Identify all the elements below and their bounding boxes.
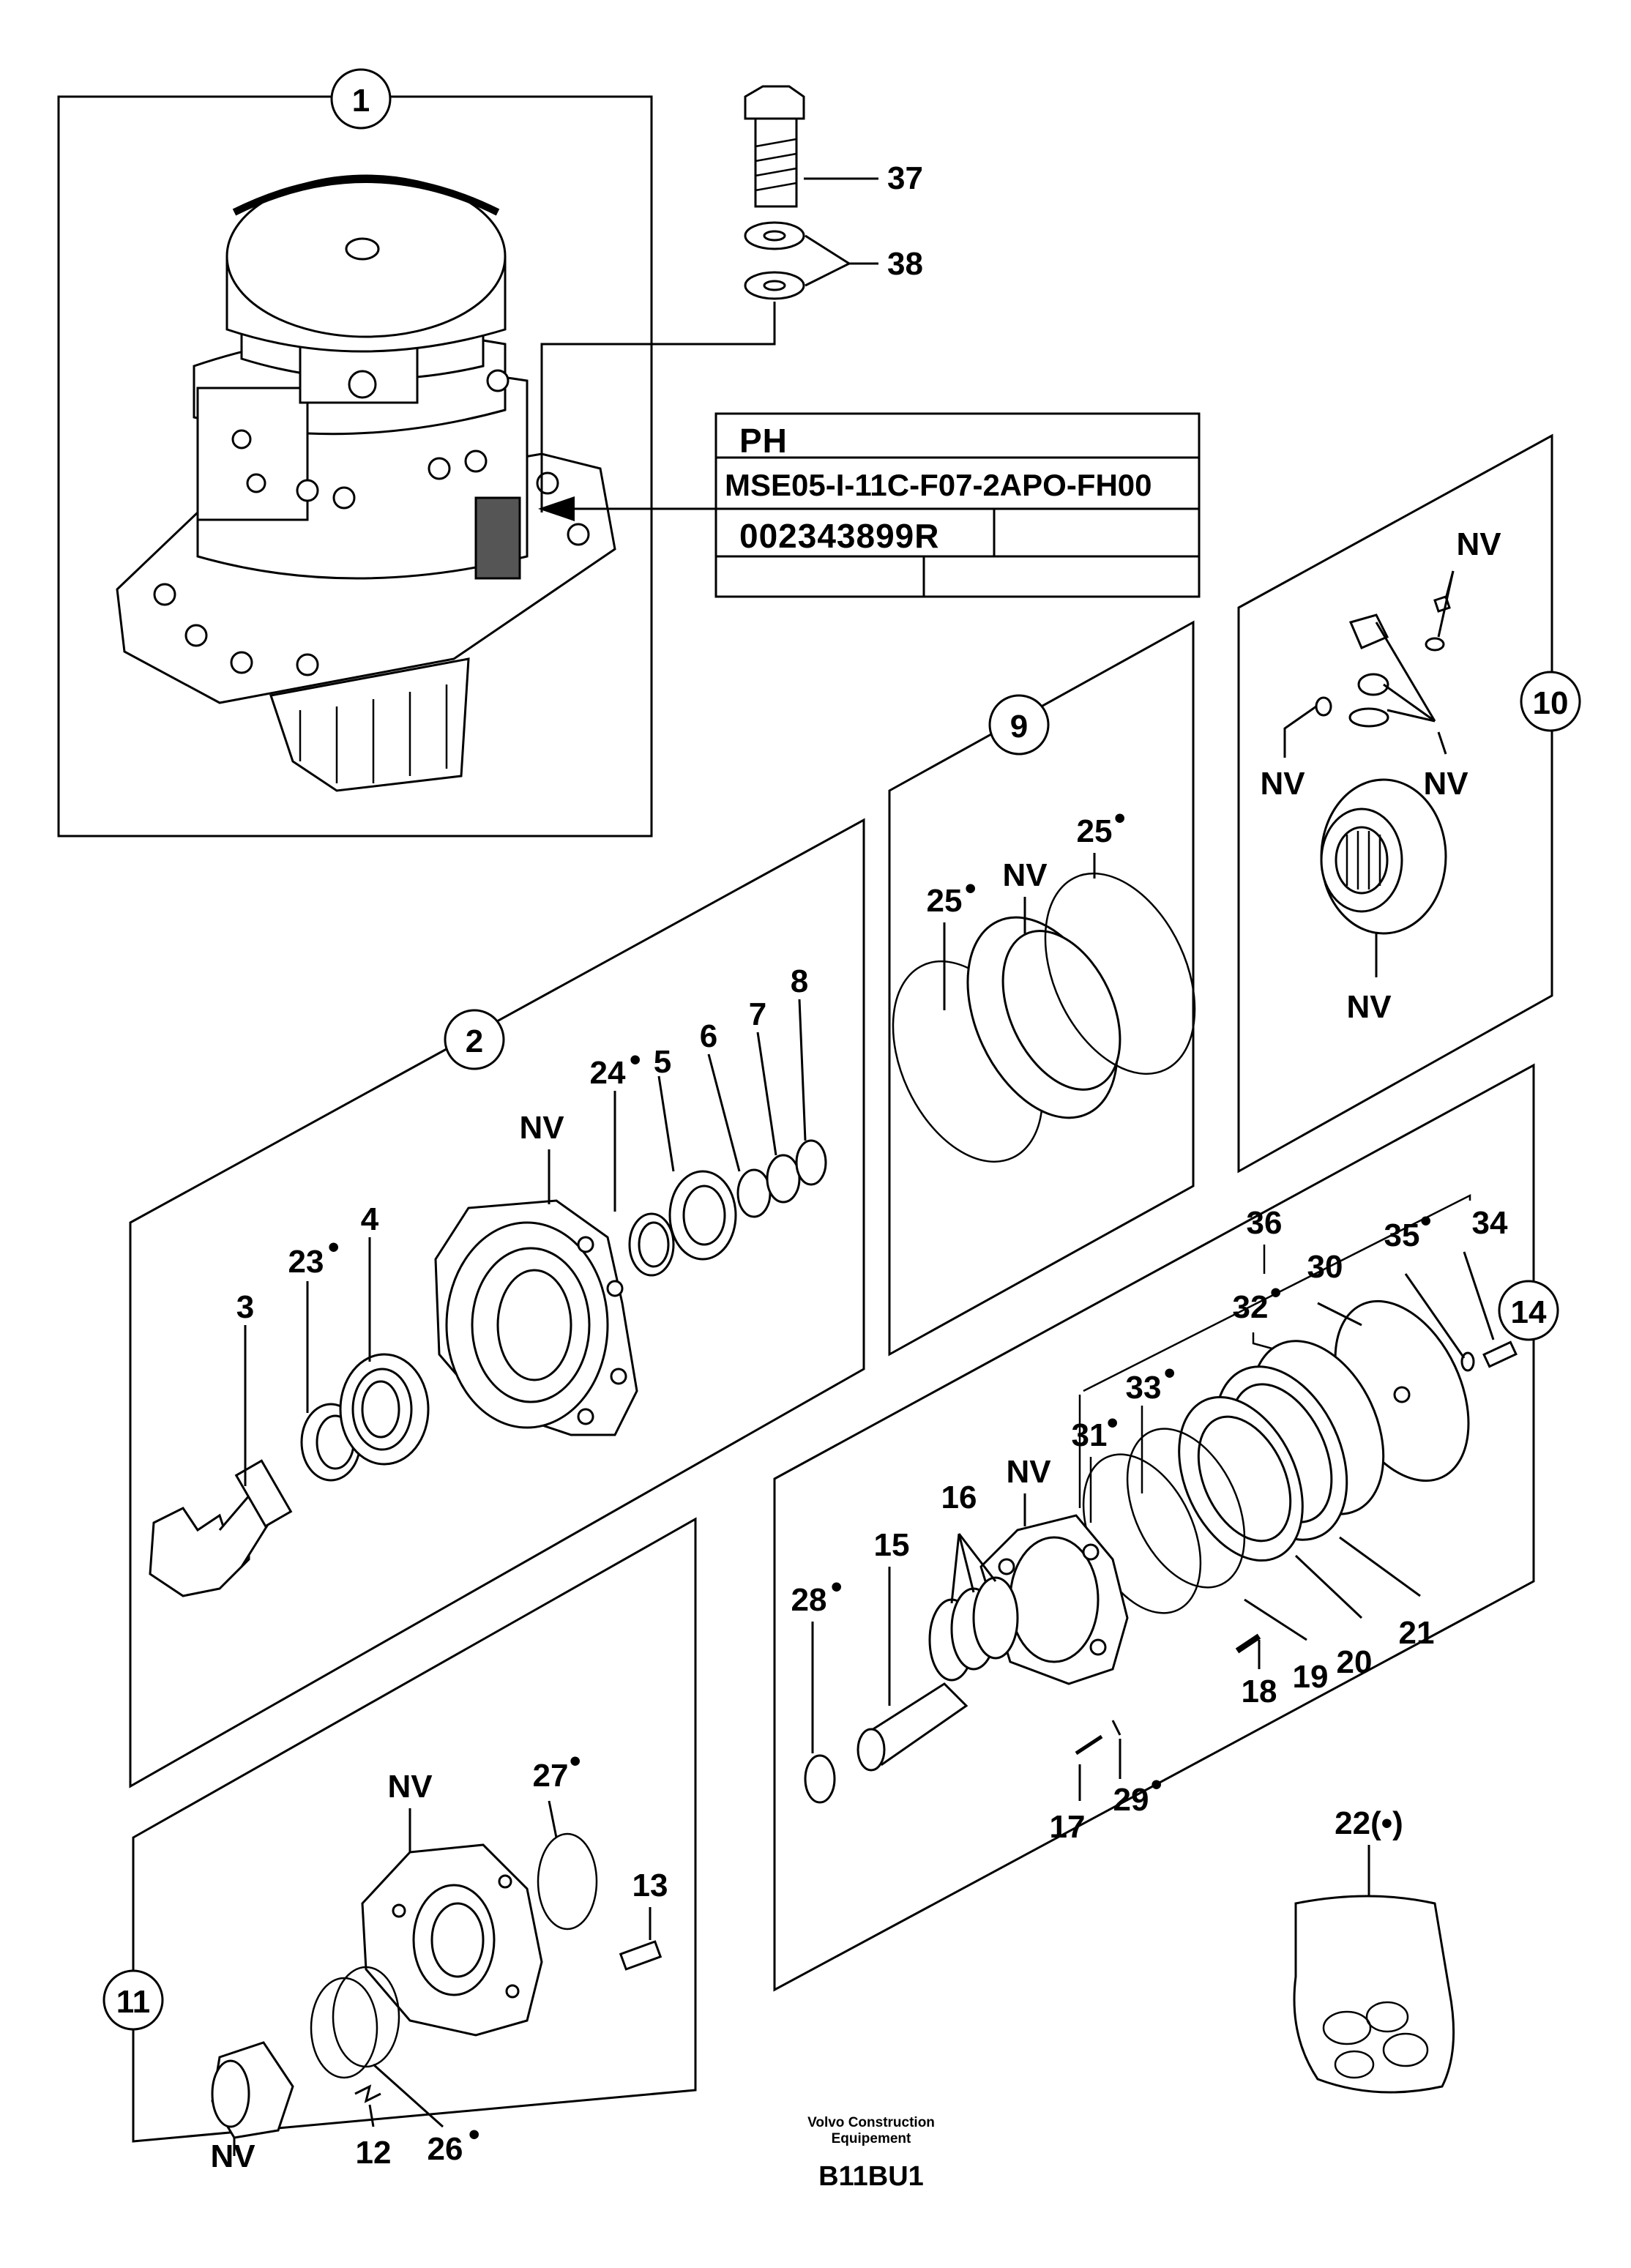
group-1-number: 1 [352,83,370,119]
group-1-badge [330,68,392,130]
svg-text:•: • [1164,1355,1175,1391]
bolt-34 [1482,1340,1518,1368]
callout-nv-11b: NV [210,2138,255,2174]
group-11-valve-housing: 11 NV 27 • 13 26 • NV 12 [102,1517,697,2174]
group-9-number: 9 [1010,709,1028,745]
callout-34: 34 [1472,1205,1508,1241]
group-2-number: 2 [466,1023,483,1059]
svg-text:•: • [1107,1405,1118,1441]
bolt-37-head [744,85,805,120]
spring-12 [354,2084,381,2103]
callout-16: 16 [941,1480,977,1515]
callout-7: 7 [749,996,766,1032]
callout-36: 36 [1247,1205,1283,1241]
callout-nv-10c: NV [1260,766,1305,802]
callout-28: 28 [791,1582,827,1618]
callout-21: 21 [1399,1615,1435,1651]
group-10-components: 10 NV NV NV NV [1237,433,1581,1174]
group-14-planetary-brake: 14 30 34 35 • 36 32 • 33 • 3 [773,1063,1559,1992]
callout-31: 31 [1072,1417,1108,1453]
svg-text:•: • [570,1743,581,1779]
callout-19: 19 [1293,1659,1329,1695]
callout-5: 5 [654,1044,671,1080]
svg-text:•: • [1420,1203,1431,1239]
group-2-output-housing: 2 3 23 • 4 NV 24 • [129,818,865,1788]
callout-6: 6 [700,1018,717,1054]
callout-nv-10a: NV [1456,526,1501,562]
footer-drawing-code: B11BU1 [818,2161,924,2192]
oring-25-back [1044,872,1196,1075]
ring-7 [766,1154,801,1204]
svg-text:•: • [630,1042,641,1078]
callout-nv-11a: NV [387,1769,433,1805]
callout-27: 27 [533,1758,569,1794]
group-1-assembly: 1 [57,68,653,838]
bolt-37-shank [754,117,798,208]
callout-3: 3 [236,1289,254,1325]
callout-nv-10b: NV [1423,766,1468,802]
callout-29: 29 [1113,1782,1149,1818]
callout-23: 23 [288,1244,324,1280]
nameplate-line2: MSE05-I-11C-F07-2APO-FH00 [725,468,1152,502]
callout-24: 24 [590,1055,626,1091]
callout-15: 15 [874,1527,910,1563]
nameplate-line3: 002343899R [739,517,939,555]
callout-13: 13 [632,1868,668,1903]
gear-16c [972,1576,1019,1660]
callout-37: 37 [887,160,923,196]
callout-22: 22(•) [1335,1805,1403,1841]
bolt-and-washers: 37 38 [540,85,923,512]
spring-26b [332,1966,400,2068]
plug-13 [619,1940,663,1971]
ring-6 [736,1168,772,1218]
callout-nv-14: NV [1006,1454,1051,1490]
callout-33: 33 [1126,1370,1162,1406]
footer: Volvo Construction Equipement B11BU1 [807,2115,935,2192]
footer-company-line2: Equipement [832,2131,911,2146]
svg-text:•: • [1270,1275,1281,1310]
svg-text:•: • [831,1569,842,1605]
callout-18: 18 [1242,1674,1277,1709]
svg-text:•: • [328,1229,339,1265]
nameplate: PH MSE05-I-11C-F07-2APO-FH00 002343899R [538,412,1201,598]
spring-26a [310,1977,378,2079]
callout-20: 20 [1337,1644,1373,1680]
callout-30: 30 [1307,1249,1343,1285]
snap-ring-28 [804,1754,836,1804]
callout-32: 32 [1233,1289,1269,1325]
svg-text:•: • [1151,1767,1162,1802]
callout-8: 8 [791,963,808,999]
group-11-number: 11 [116,1984,151,2020]
group-9-ring-gear: 9 25 • NV 25 • [888,620,1196,1357]
nameplate-line1: PH [739,422,788,460]
seal-kit-bag [1293,1895,1455,2094]
callout-nv-2: NV [519,1110,564,1146]
callout-25-a: 25 [927,883,963,919]
callout-26: 26 [428,2131,463,2167]
seal-kit-22: 22(•) [1293,1805,1455,2094]
oring-33 [1126,1428,1246,1589]
callout-12: 12 [356,2135,392,2171]
callout-35: 35 [1384,1217,1420,1253]
group-10-number: 10 [1533,685,1569,721]
callout-38: 38 [887,246,923,282]
callout-25-b: 25 [1077,813,1113,849]
svg-text:•: • [1114,800,1125,836]
oring-27 [537,1832,598,1931]
callout-nv-9: NV [1002,857,1048,893]
snap-ring-8 [795,1139,827,1186]
group-14-number: 14 [1511,1294,1547,1330]
callout-nv-10d: NV [1346,989,1392,1025]
svg-text:•: • [469,2116,479,2152]
callout-4: 4 [361,1201,379,1237]
callout-17: 17 [1050,1809,1086,1845]
footer-company-line1: Volvo Construction [807,2115,935,2130]
svg-text:•: • [965,870,976,906]
